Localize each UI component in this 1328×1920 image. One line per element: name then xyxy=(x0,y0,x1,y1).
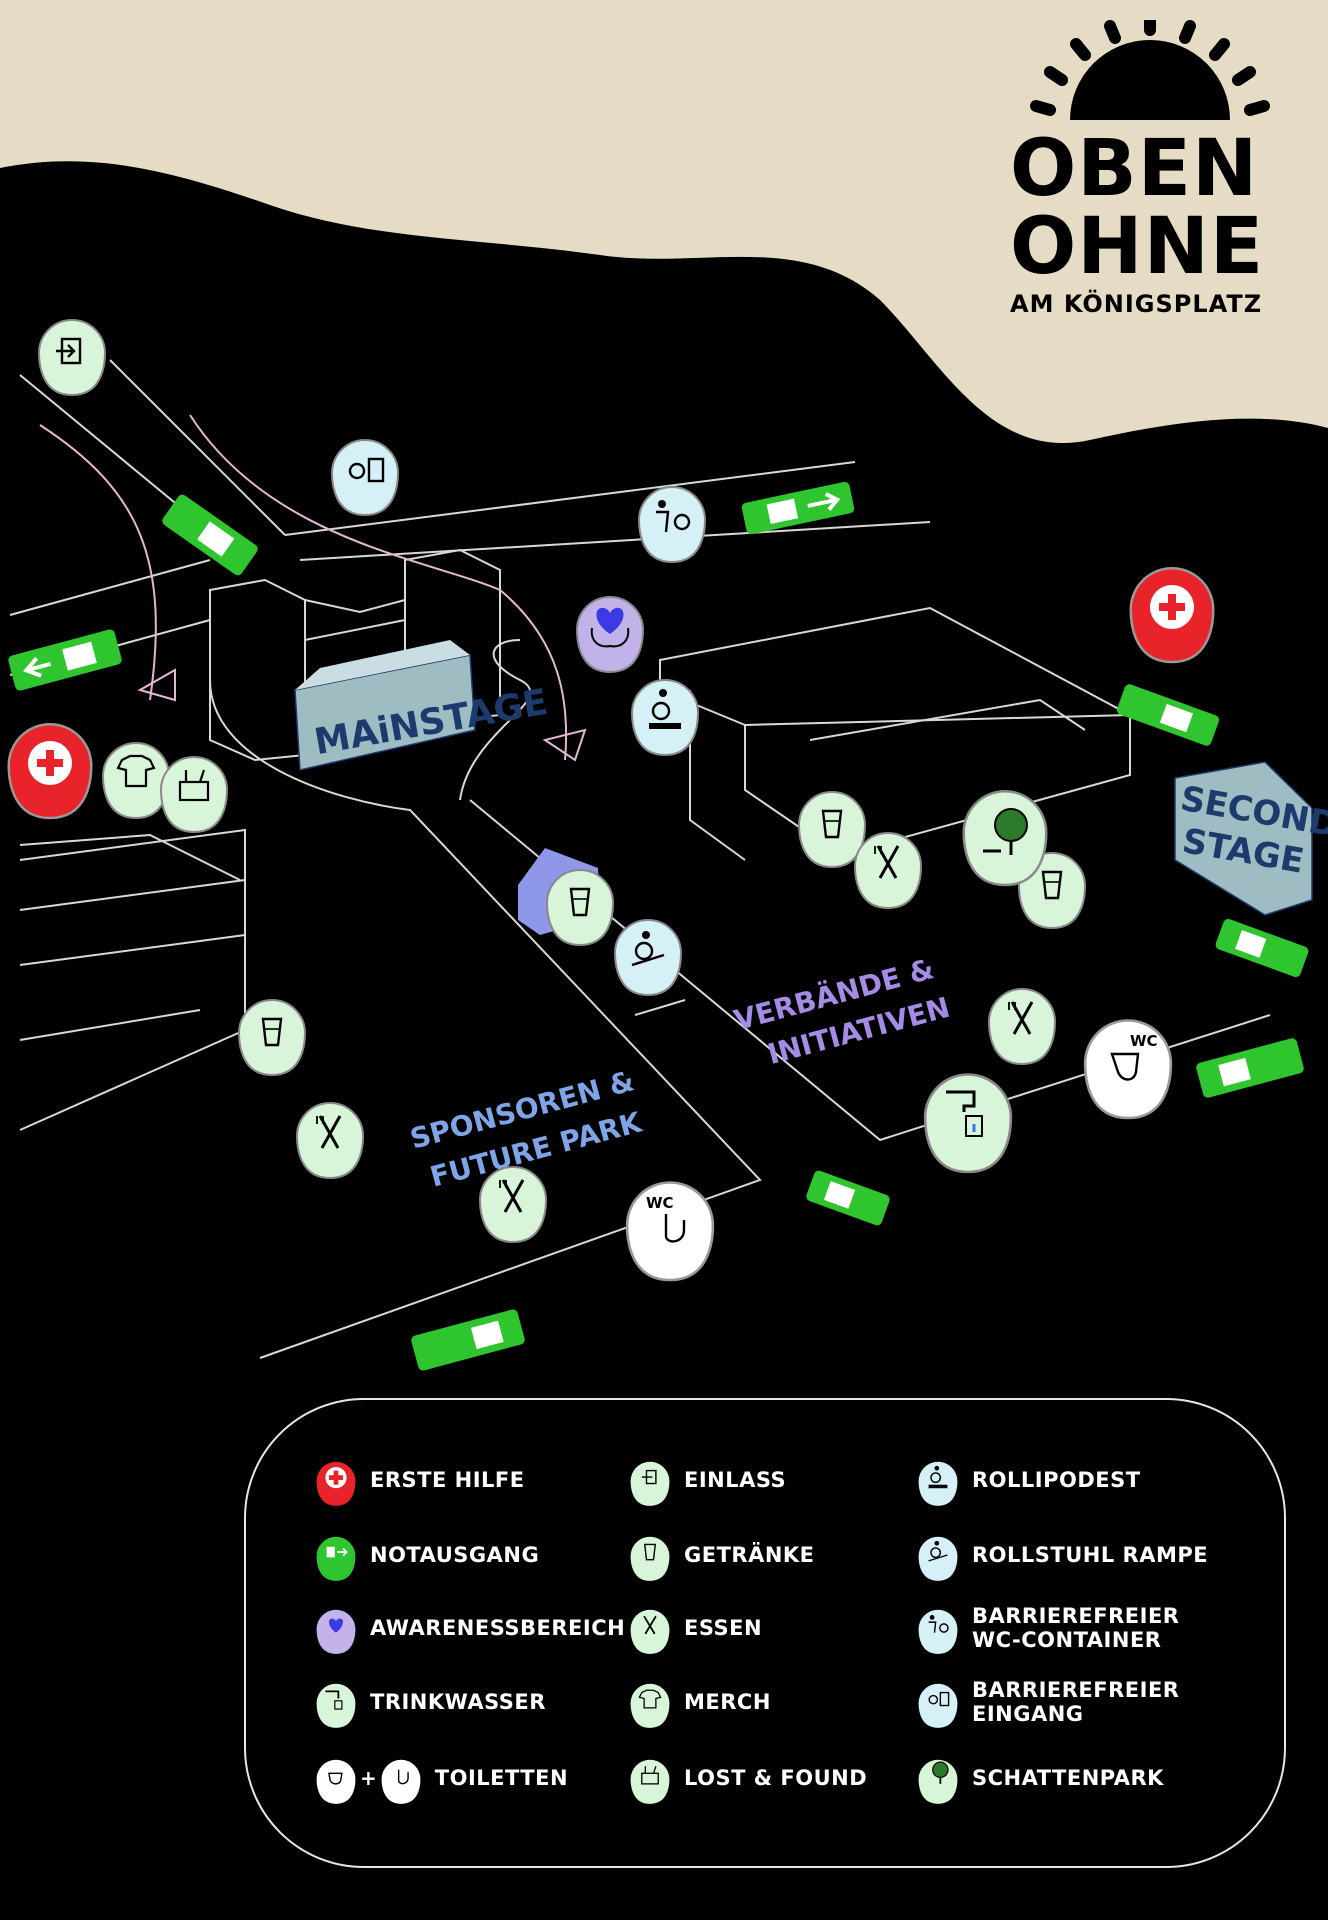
legend-item-getraenke: GETRÄNKE xyxy=(630,1525,815,1585)
legend-item-rollstuhl-rampe: ROLLSTUHL RAMPE xyxy=(918,1525,1208,1585)
drinks-pin-icon[interactable] xyxy=(798,791,866,868)
second-stage-sign[interactable]: SECOND STAGE xyxy=(1174,761,1328,916)
water-tap-pin-icon xyxy=(316,1683,356,1728)
emergency-exit-signs[interactable] xyxy=(7,481,1310,1372)
legend-item-merch: MERCH xyxy=(630,1672,771,1732)
emergency-exit-sign[interactable] xyxy=(805,1169,891,1226)
entrance-pin-icon[interactable] xyxy=(38,319,106,396)
emergency-exit-sign[interactable] xyxy=(7,628,123,691)
legend-item-schattenpark: SCHATTENPARK xyxy=(918,1748,1164,1808)
sun-logo-icon xyxy=(1030,20,1270,120)
first-aid-pin-icon[interactable] xyxy=(7,723,93,820)
legend-item-toiletten: + TOILETTEN xyxy=(316,1748,568,1808)
logo: OBEN OHNE AM KÖNIGSPLATZ xyxy=(1010,20,1300,316)
legend-label: LOST & FOUND xyxy=(684,1765,868,1790)
accessible-entrance-pin-icon xyxy=(918,1683,958,1728)
legend-label: EINLASS xyxy=(684,1467,787,1492)
legend-label-line1: BARRIEREFREIER xyxy=(972,1677,1180,1702)
awareness-pin-icon xyxy=(316,1609,356,1654)
legend-item-notausgang: NOTAUSGANG xyxy=(316,1525,539,1585)
urinal-pin-icon xyxy=(381,1759,421,1804)
emergency-exit-sign[interactable] xyxy=(741,481,855,535)
wc-label: WC xyxy=(646,1194,674,1212)
legend-item-rollipodest: ROLLIPODEST xyxy=(918,1450,1141,1510)
shade-park-pin-icon xyxy=(918,1759,958,1804)
legend-item-essen: ESSEN xyxy=(630,1598,762,1658)
food-pin-icon[interactable] xyxy=(296,1102,364,1179)
legend-item-trinkwasser: TRINKWASSER xyxy=(316,1672,546,1732)
legend-label: GETRÄNKE xyxy=(684,1542,815,1567)
legend-item-awareness: AWARENESSBEREICH xyxy=(316,1598,625,1658)
legend-item-lost-found: LOST & FOUND xyxy=(630,1748,867,1808)
legend-label: SCHATTENPARK xyxy=(972,1765,1164,1790)
awareness-pin-icon[interactable] xyxy=(576,596,644,673)
water-tap-pin-icon[interactable] xyxy=(923,1073,1013,1174)
wheelchair-ramp-pin-icon xyxy=(918,1536,958,1581)
legend: ERSTE HILFE NOTAUSGANG AWARENESSBEREICH … xyxy=(244,1398,1286,1868)
cream-header-area xyxy=(0,0,1328,444)
wheelchair-ramp-pin-icon[interactable] xyxy=(614,919,682,996)
legend-label-line1: BARRIEREFREIER xyxy=(972,1603,1180,1628)
first-aid-pin-icon[interactable] xyxy=(1129,567,1215,664)
merch-pin-icon xyxy=(630,1683,670,1728)
legend-label: ERSTE HILFE xyxy=(370,1467,525,1492)
legend-label-line2: EINGANG xyxy=(972,1702,1084,1726)
legend-label: AWARENESSBEREICH xyxy=(370,1615,626,1640)
legend-label: ROLLSTUHL RAMPE xyxy=(972,1542,1209,1567)
emergency-exit-pin-icon xyxy=(316,1536,356,1581)
wc-label: WC xyxy=(1130,1032,1158,1050)
legend-plus: + xyxy=(360,1766,377,1790)
legend-label: ESSEN xyxy=(684,1615,763,1640)
legend-label: ROLLIPODEST xyxy=(972,1467,1141,1492)
legend-label: NOTAUSGANG xyxy=(370,1542,540,1567)
legend-item-erste-hilfe: ERSTE HILFE xyxy=(316,1450,525,1510)
first-aid-pin-icon xyxy=(316,1461,356,1506)
food-pin-icon[interactable] xyxy=(479,1166,547,1243)
map-pins[interactable]: WC WC xyxy=(7,319,1215,1282)
drinks-pin-icon[interactable] xyxy=(546,869,614,946)
logo-line-1: OBEN xyxy=(1010,124,1259,214)
food-pin-icon[interactable] xyxy=(854,832,922,909)
emergency-exit-sign[interactable] xyxy=(410,1308,526,1371)
logo-line-2: OHNE xyxy=(1010,202,1265,292)
food-pin-icon[interactable] xyxy=(988,988,1056,1065)
emergency-exit-sign[interactable] xyxy=(1195,1037,1305,1099)
accessible-wc-pin-icon xyxy=(918,1609,958,1654)
lost-found-pin-icon[interactable] xyxy=(160,756,228,833)
drinks-pin-icon[interactable] xyxy=(238,999,306,1076)
merch-pin-icon[interactable] xyxy=(102,742,170,819)
accessible-entrance-pin-icon[interactable] xyxy=(331,439,399,516)
food-pin-icon xyxy=(630,1609,670,1654)
legend-label-line2: WC-CONTAINER xyxy=(972,1628,1162,1652)
emergency-exit-sign[interactable] xyxy=(1116,683,1221,747)
drinks-pin-icon xyxy=(630,1536,670,1581)
toilet-pin-icon[interactable]: WC xyxy=(1083,1019,1173,1120)
accessible-wc-pin-icon[interactable] xyxy=(638,486,706,563)
shade-park-pin-icon[interactable] xyxy=(962,790,1048,887)
emergency-exit-sign[interactable] xyxy=(1214,918,1310,979)
wheelchair-podium-pin-icon xyxy=(918,1461,958,1506)
toilet-pin-icon xyxy=(316,1759,356,1804)
toilet-pin-icon[interactable]: WC xyxy=(625,1181,715,1282)
entrance-pin-icon xyxy=(630,1461,670,1506)
legend-label: MERCH xyxy=(684,1689,771,1714)
wheelchair-podium-pin-icon[interactable] xyxy=(631,679,699,756)
emergency-exit-sign[interactable] xyxy=(160,493,259,578)
legend-label: TRINKWASSER xyxy=(370,1689,546,1714)
lost-found-pin-icon xyxy=(630,1759,670,1804)
flow-arrows xyxy=(39,414,587,762)
legend-label: TOILETTEN xyxy=(434,1765,569,1790)
legend-item-einlass: EINLASS xyxy=(630,1450,786,1510)
mainstage-sign[interactable]: MAiNSTAGE xyxy=(294,640,551,771)
logo-line-3: AM KÖNIGSPLATZ xyxy=(1010,290,1263,318)
